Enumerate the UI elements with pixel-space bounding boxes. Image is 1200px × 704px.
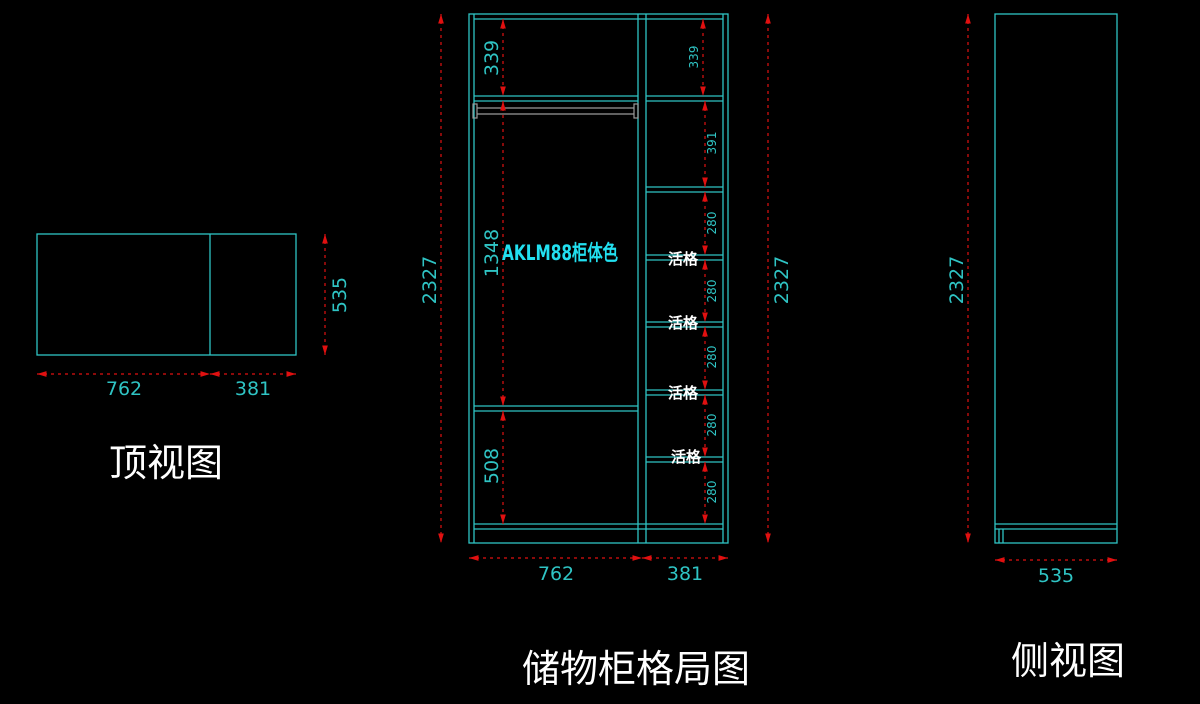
side-view-outline: [994, 13, 1118, 544]
dim-total-height-right: 2327: [771, 256, 793, 304]
top-view: 535 762 381 顶视图: [36, 233, 351, 485]
cabinet-outline: [468, 13, 729, 544]
dim-right-3: 280: [705, 212, 719, 235]
dim-front-width-right: 381: [667, 563, 703, 585]
dim-right-5: 280: [705, 346, 719, 369]
side-view-title: 侧视图: [1011, 639, 1125, 683]
side-view: 2327 535 侧视图: [946, 13, 1125, 683]
material-label: AKLM88柜体色: [502, 241, 618, 265]
dim-right-6: 280: [705, 414, 719, 437]
dim-right-4: 280: [705, 280, 719, 303]
adjustable-shelf-label: 活格: [668, 384, 699, 402]
dim-right-7: 280: [705, 481, 719, 504]
hanging-rod: [472, 103, 639, 119]
adjustable-shelf-label: 活格: [668, 250, 699, 268]
dim-left-3: 508: [481, 448, 503, 484]
dim-right-1: 339: [687, 46, 701, 69]
dim-right-2: 391: [705, 132, 719, 155]
dim-front-width-left: 762: [538, 563, 574, 585]
dim-left-1: 339: [481, 40, 503, 76]
dim-depth: 535: [329, 277, 351, 313]
front-view-title: 储物柜格局图: [522, 647, 750, 691]
dim-side-depth: 535: [1038, 565, 1074, 587]
adjustable-shelf-label: 活格: [671, 448, 702, 466]
front-view: 2327 2327 339 1348 508 339 391 280 280 2…: [419, 13, 793, 691]
top-view-title: 顶视图: [109, 441, 223, 485]
dim-width-right: 381: [235, 378, 271, 400]
dim-total-height-left: 2327: [419, 256, 441, 304]
dim-width-left: 762: [106, 378, 142, 400]
top-view-outline: [36, 233, 297, 356]
dim-left-2: 1348: [481, 229, 503, 277]
dim-side-height: 2327: [946, 256, 968, 304]
adjustable-shelf-label: 活格: [668, 314, 699, 332]
